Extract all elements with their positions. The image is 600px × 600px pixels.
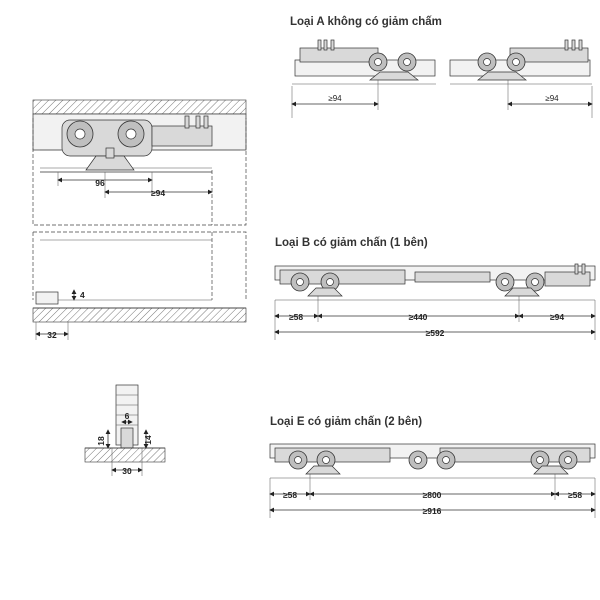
dim-e-800: ≥800 <box>423 490 442 500</box>
section-b-drawing: ≥58 ≥440 ≥94 ≥592 <box>274 263 596 340</box>
dim-a-right: ≥94 <box>545 94 559 103</box>
dim-6: 6 <box>125 411 130 421</box>
dim-b-58: ≥58 <box>289 312 303 322</box>
dim-b-440: ≥440 <box>409 312 428 322</box>
hanger-bracket <box>85 155 135 171</box>
dim-14: 14 <box>143 435 153 445</box>
section-a-title: Loại A không có giảm chấm <box>290 16 442 28</box>
dim-32: 32 <box>47 330 57 340</box>
floor-guide <box>35 291 59 305</box>
dim-94-main: ≥94 <box>151 188 165 198</box>
section-a-drawing: ≥94 ≥94 <box>291 39 593 118</box>
ceiling-hatch <box>32 99 247 115</box>
damper-unit <box>151 125 213 147</box>
dim-a-left: ≥94 <box>328 94 342 103</box>
dim-30: 30 <box>122 466 132 476</box>
section-floor-hatch <box>84 447 166 463</box>
dim-96: 96 <box>95 178 105 188</box>
section-e-title: Loại E có giảm chấn (2 bên) <box>270 416 422 428</box>
cross-section-view: 6 18 14 30 <box>84 384 166 476</box>
dim-e-58-right: ≥58 <box>568 490 582 500</box>
main-assembly-view: 96 ≥94 4 32 <box>32 99 247 340</box>
dim-b-94: ≥94 <box>550 312 564 322</box>
dim-b-592: ≥592 <box>426 328 445 338</box>
section-e-drawing: ≥58 ≥800 ≥58 ≥916 <box>269 443 596 518</box>
dim-4: 4 <box>80 290 85 300</box>
dim-e-58-left: ≥58 <box>283 490 297 500</box>
floor-hatch <box>32 307 247 323</box>
dim-e-916: ≥916 <box>423 506 442 516</box>
section-b-title: Loại B có giảm chấn (1 bên) <box>275 237 428 249</box>
door-outline <box>33 231 247 300</box>
dim-18: 18 <box>96 436 106 446</box>
